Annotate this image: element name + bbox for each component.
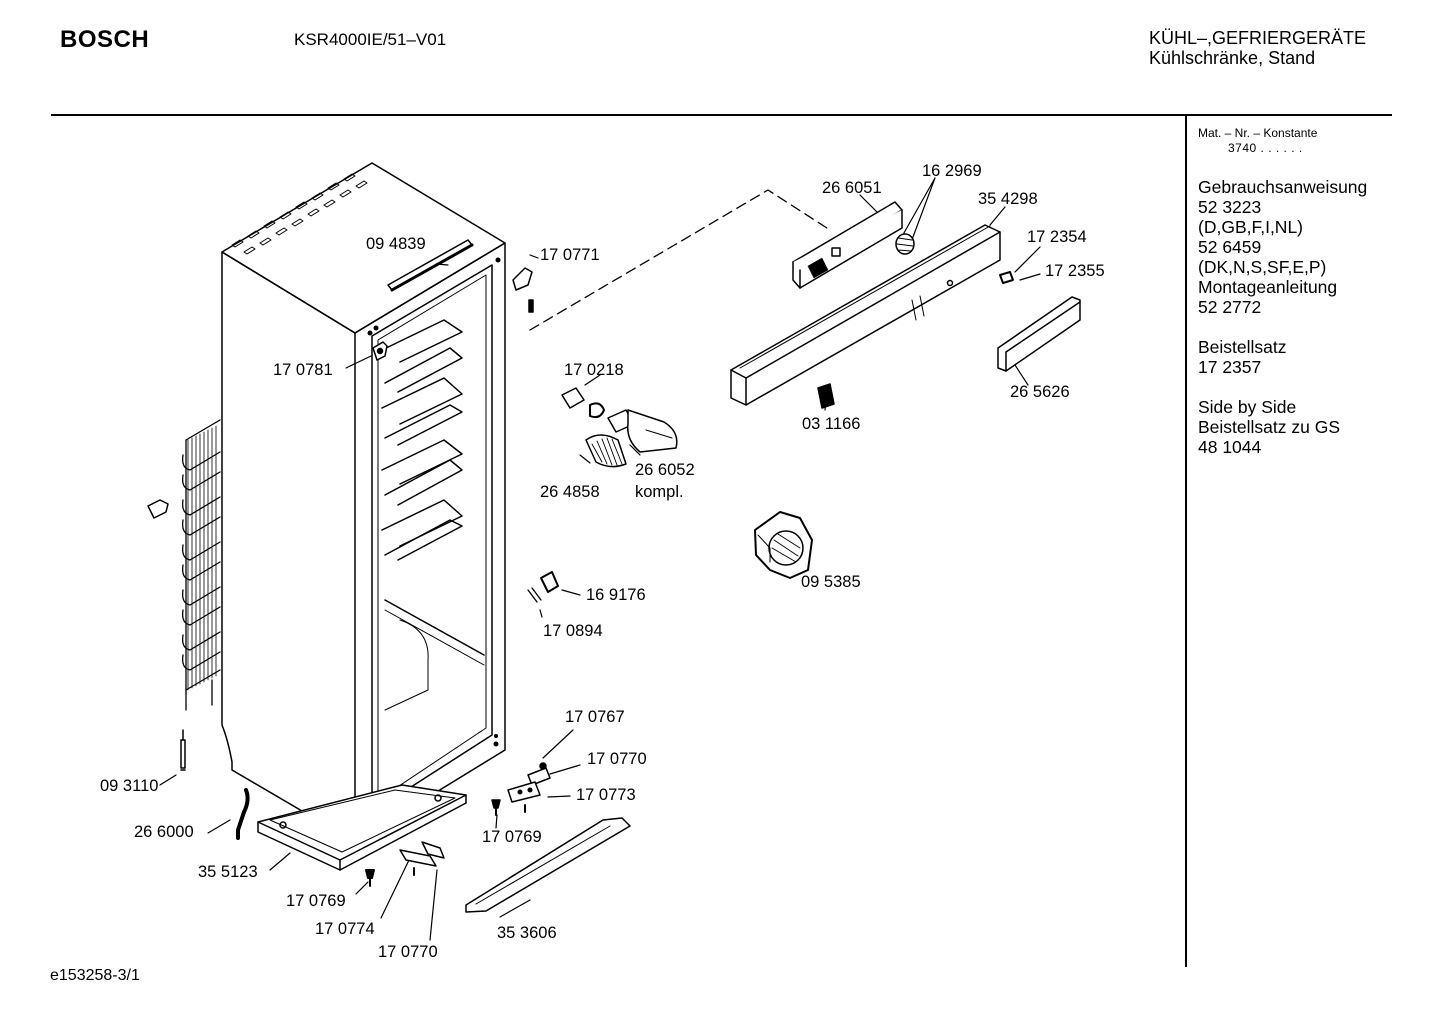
top-hinge	[512, 267, 534, 313]
part-label: 17 0771	[540, 246, 600, 264]
doc-line: Beistellsatz zu GS	[1198, 417, 1340, 437]
category-title: KÜHL–,GEFRIERGERÄTE	[1149, 28, 1367, 48]
leader-lines	[159, 177, 1041, 941]
category-subtitle: Kühlschränke, Stand	[1149, 48, 1316, 68]
part-label: 17 0218	[564, 361, 624, 379]
doc-line: Beistellsatz	[1198, 337, 1287, 357]
part-label: 17 2355	[1045, 262, 1105, 280]
brand-logo: BOSCH	[60, 26, 150, 53]
doc-line: 17 2357	[1198, 357, 1262, 377]
part-label: 35 5123	[198, 863, 258, 881]
document-id: e153258-3/1	[50, 967, 140, 984]
door-stop-parts	[527, 571, 559, 603]
part-label: 17 0769	[286, 892, 346, 910]
cabinet-body	[221, 162, 506, 843]
door-trim-bottom	[465, 817, 631, 913]
screw	[365, 869, 375, 887]
lamp-socket	[999, 271, 1014, 284]
part-label: 26 4858	[540, 483, 600, 501]
mat-number-label: Mat. – Nr. – Konstante	[1198, 126, 1318, 140]
doc-line: 52 2772	[1198, 297, 1262, 317]
part-label: 09 3110	[100, 777, 158, 795]
part-label: 09 4839	[366, 235, 426, 253]
part-label: 17 0770	[378, 943, 438, 961]
lower-hinge-parts	[491, 762, 551, 816]
part-label: kompl.	[635, 483, 684, 501]
sidebar-divider	[1185, 116, 1187, 967]
part-label: 09 5385	[801, 573, 861, 591]
mat-number-value: 3740 . . . . . .	[1228, 141, 1303, 155]
doc-line: 48 1044	[1198, 437, 1262, 457]
part-label: 17 0894	[543, 622, 603, 640]
thermostat-knob	[895, 233, 915, 255]
part-label: 17 0774	[315, 920, 375, 938]
part-label: 26 6000	[134, 823, 194, 841]
coil-clip	[147, 499, 169, 519]
header-divider	[51, 114, 1392, 116]
part-label: 17 2354	[1027, 228, 1087, 246]
part-label: 17 0781	[273, 361, 333, 379]
part-label: 17 0769	[482, 828, 542, 846]
part-label: 16 9176	[586, 586, 646, 604]
doc-line: Montageanleitung	[1198, 277, 1338, 297]
part-label: 17 0767	[565, 708, 625, 726]
lamp-cover-bar	[997, 296, 1081, 372]
part-label: 35 4298	[978, 190, 1038, 208]
doc-line: (DK,N,S,SF,E,P)	[1198, 257, 1327, 277]
doc-line: (D,GB,F,I,NL)	[1198, 217, 1304, 237]
condenser-coil	[182, 419, 221, 711]
connection-dashed-line	[529, 189, 831, 331]
fan-unit	[754, 511, 813, 579]
base-plinth	[257, 784, 467, 871]
doc-line: 52 3223	[1198, 197, 1262, 217]
part-label: 16 2969	[922, 162, 982, 180]
doc-line: 52 6459	[1198, 237, 1262, 257]
drain-hose	[236, 788, 250, 840]
part-label: 26 6051	[822, 179, 882, 197]
part-label: 26 5626	[1010, 383, 1070, 401]
foot-brackets	[399, 841, 445, 876]
control-panel	[730, 224, 1001, 406]
doc-line: Side by Side	[1198, 397, 1297, 417]
part-label: 35 3606	[497, 924, 557, 942]
doc-line: Gebrauchsanweisung	[1198, 177, 1368, 197]
part-label: 26 6052	[635, 461, 695, 479]
model-number: KSR4000IE/51–V01	[294, 30, 447, 49]
switch	[817, 383, 835, 409]
lamp-assembly	[561, 387, 678, 468]
sidebar-info: Mat. – Nr. – Konstante 3740 . . . . . . …	[1198, 126, 1367, 457]
part-label: 17 0773	[576, 786, 636, 804]
part-label: 17 0770	[587, 750, 647, 768]
part-label: 03 1166	[802, 415, 860, 433]
circuit-board	[792, 201, 903, 289]
temperature-sensor	[180, 729, 186, 771]
